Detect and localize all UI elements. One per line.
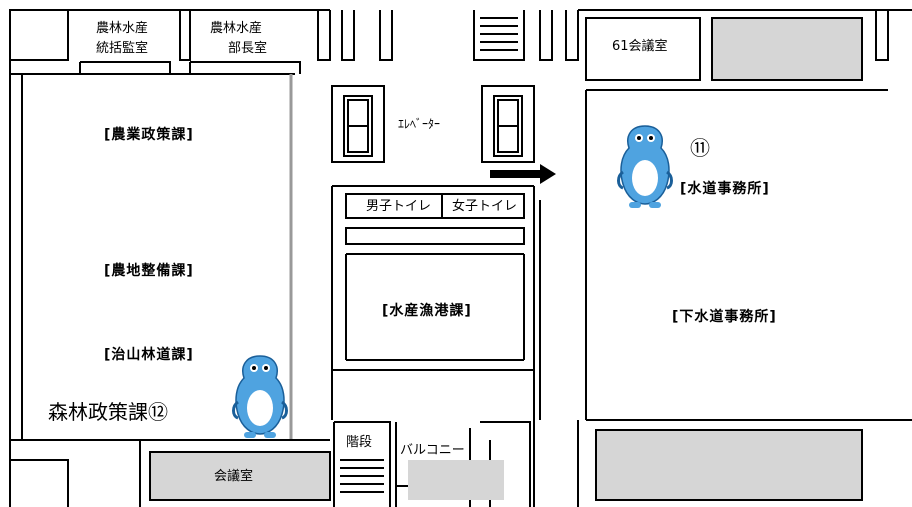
water-office-label: [水道事務所] [680, 181, 770, 197]
water-office-marker: ⑪ [690, 136, 710, 160]
forest-road-label: [治山林道課] [104, 347, 194, 363]
stairs-label: 階段 [346, 435, 373, 450]
right-arrow-icon [490, 164, 556, 184]
sewer-office-label: [下水道事務所] [672, 309, 777, 325]
fishery-port-label: [水産漁港課] [382, 303, 472, 319]
meeting-61-label: 61会議室 [612, 39, 668, 54]
agri-supervisor-line1: 農林水産 [96, 21, 149, 36]
agri-director-line1: 農林水産 [210, 21, 263, 36]
gray-area-bottom-left [149, 451, 331, 501]
farmland-label: [農地整備課] [104, 263, 194, 279]
gray-area-61-right [711, 17, 863, 81]
agri-supervisor-line2: 統括監室 [96, 41, 149, 56]
forest-policy-label: 森林政策課⑫ [48, 400, 168, 424]
gray-area-balcony [408, 460, 504, 500]
elevator-label: ｴﾚﾍﾞｰﾀｰ [398, 117, 441, 131]
water-drop-mascot-icon [617, 125, 673, 208]
agri-policy-label: [農業政策課] [104, 127, 194, 143]
meeting-room-label: 会議室 [214, 469, 254, 484]
womens-toilet-label: 女子トイレ [452, 199, 518, 214]
mens-toilet-label: 男子トイレ [366, 199, 432, 214]
balcony-label: バルコニー [400, 443, 465, 458]
agri-director-line2: 部長室 [228, 41, 268, 56]
water-drop-mascot-icon [232, 355, 288, 438]
gray-area-bottom-right [595, 429, 863, 501]
